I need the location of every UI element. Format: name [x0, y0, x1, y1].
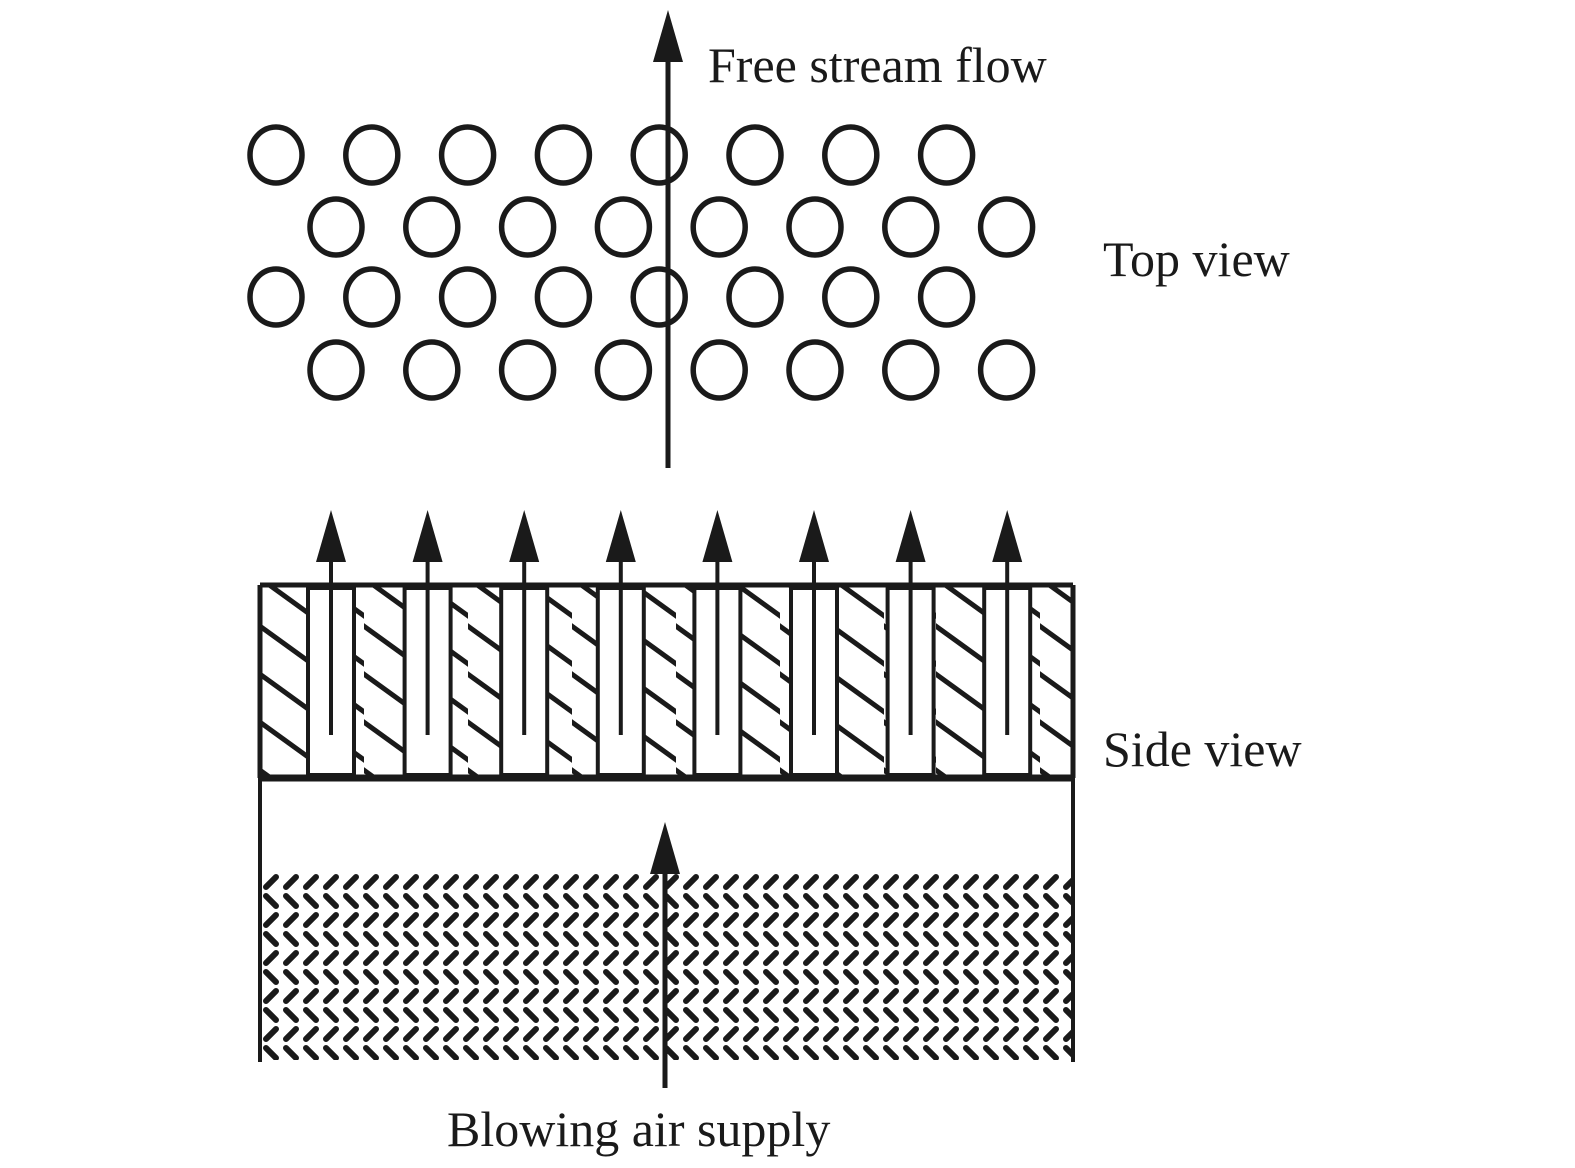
outflow-arrow-head [316, 510, 346, 562]
hole-circle [786, 339, 844, 401]
hole-circle [438, 266, 497, 328]
hole-circle [403, 339, 461, 401]
hole-circle [917, 266, 976, 328]
hole-circle [690, 339, 748, 401]
side-view-plate [257, 510, 1076, 782]
free-stream-arrow-head [653, 10, 683, 62]
hole-circle [594, 196, 653, 258]
hole-circle [307, 339, 365, 401]
outflow-arrow-head [992, 510, 1023, 562]
hole-circle [977, 339, 1036, 401]
hole-circle [594, 339, 653, 401]
blowing-air-arrow-head [650, 822, 680, 874]
hole-circle [882, 196, 940, 258]
outflow-arrow-head [702, 510, 733, 562]
hole-circle [498, 196, 557, 258]
hole-circle [690, 196, 748, 258]
outflow-arrow-head [895, 510, 926, 562]
blowing-air-supply-label: Blowing air supply [447, 1101, 831, 1157]
free-stream-flow-label: Free stream flow [708, 37, 1047, 93]
hole-circle [247, 266, 305, 328]
hole-circle [534, 124, 593, 186]
side-view-label: Side view [1103, 721, 1302, 777]
outflow-arrow-head [412, 510, 443, 562]
hole-circle [343, 266, 401, 328]
hole-circle [438, 124, 497, 186]
hole-circle [343, 124, 401, 186]
hole-circle [882, 339, 940, 401]
hole-circle [498, 339, 557, 401]
top-view-label: Top view [1103, 231, 1290, 287]
hole-circle [307, 196, 365, 258]
top-view-hole-array [247, 124, 1036, 401]
hole-circle [534, 266, 593, 328]
hole-circle [786, 196, 844, 258]
hole-circle [977, 196, 1036, 258]
hole-circle [822, 124, 880, 186]
outflow-arrow-head [799, 510, 829, 562]
hole-circle [630, 266, 688, 328]
main-flow-arrows [650, 10, 683, 1088]
hole-circle [403, 196, 461, 258]
hole-circle [247, 124, 305, 186]
hatched-solid-region [260, 585, 1073, 778]
hole-circle [726, 266, 784, 328]
hole-circle [822, 266, 880, 328]
hole-circle [726, 124, 784, 186]
hole-circle [630, 124, 688, 186]
hole-circle [917, 124, 976, 186]
outflow-arrow-head [509, 510, 540, 562]
outflow-arrow-head [605, 510, 636, 562]
